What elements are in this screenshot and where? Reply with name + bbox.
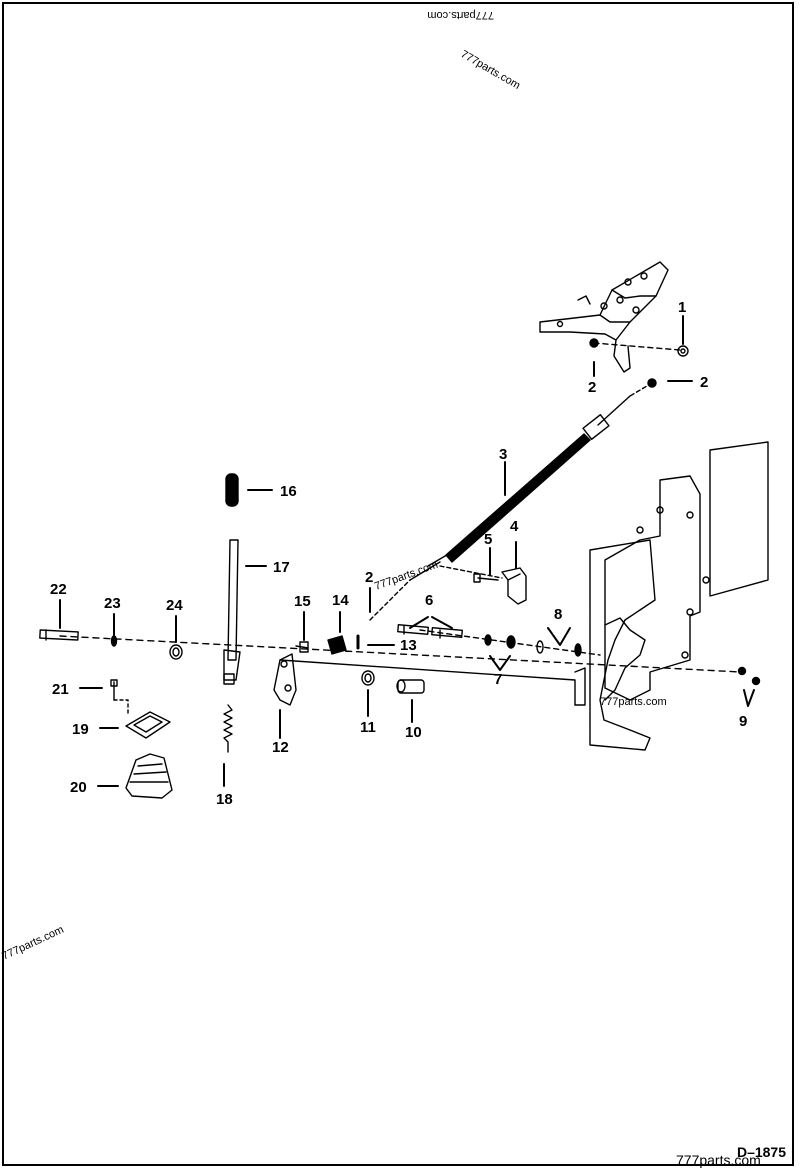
watermark-panel: 777parts.com <box>600 696 667 708</box>
watermark-left: 777parts.com <box>0 924 65 963</box>
right-side-panels <box>574 441 769 751</box>
callout-10: 10 <box>405 724 422 741</box>
pedal-bracket-assembly <box>539 261 669 373</box>
callout-2a: 2 <box>588 379 596 396</box>
callout-17: 17 <box>273 559 290 576</box>
callout-23: 23 <box>104 595 121 612</box>
return-spring <box>223 704 233 753</box>
lever-arm <box>273 653 297 706</box>
bushing <box>361 670 375 686</box>
watermarks: 777parts.com 777parts.com 777parts.com 7… <box>0 9 666 963</box>
callout-2c: 2 <box>365 569 373 586</box>
callout-7: 7 <box>494 671 502 688</box>
cable-clamp <box>439 565 527 605</box>
shift-lever <box>223 539 241 685</box>
callout-15: 15 <box>294 593 311 610</box>
callout-9: 9 <box>739 713 747 730</box>
callout-1: 1 <box>678 299 686 316</box>
boot-screw <box>110 679 129 717</box>
callout-4: 4 <box>510 518 519 535</box>
callout-22: 22 <box>50 581 67 598</box>
callout-13: 13 <box>400 637 417 654</box>
watermark-cable: 777parts.com <box>373 559 440 593</box>
callout-16: 16 <box>280 483 297 500</box>
top-nut-and-washers <box>589 338 689 397</box>
callout-11: 11 <box>360 719 376 736</box>
cable-end-block <box>327 635 347 655</box>
lock-washer <box>110 635 118 647</box>
nuts-and-washers <box>484 634 582 657</box>
rubber-boot <box>125 753 173 799</box>
lock-nut <box>169 644 183 660</box>
callout-18: 18 <box>216 791 233 808</box>
callout-5: 5 <box>484 531 492 548</box>
lever-knob <box>225 473 239 507</box>
callout-labels: 1 2 2 2 3 4 5 6 7 8 9 10 11 12 13 14 15 … <box>50 299 747 808</box>
callout-19: 19 <box>72 721 89 738</box>
callout-20: 20 <box>70 779 87 796</box>
clamp-screw <box>473 573 499 583</box>
callout-2b: 2 <box>700 374 708 391</box>
callout-12: 12 <box>272 739 289 756</box>
control-cable <box>369 395 631 621</box>
callout-14: 14 <box>332 592 349 609</box>
leader-lines <box>59 315 755 787</box>
right-nuts <box>737 666 761 686</box>
watermark-top: 777parts.com <box>427 9 494 21</box>
callout-3: 3 <box>499 446 507 463</box>
watermark-top-2: 777parts.com <box>459 48 523 92</box>
spacer <box>396 679 425 694</box>
document-id: D–1875 <box>736 1144 786 1160</box>
watermark-bottom: 777parts.com <box>676 1152 761 1168</box>
clevis-pin <box>295 641 309 653</box>
boot-plate <box>125 711 171 739</box>
callout-8: 8 <box>554 606 562 623</box>
callout-21: 21 <box>52 681 69 698</box>
long-bolt <box>39 629 79 641</box>
callout-24: 24 <box>166 597 183 614</box>
callout-6: 6 <box>425 592 433 609</box>
